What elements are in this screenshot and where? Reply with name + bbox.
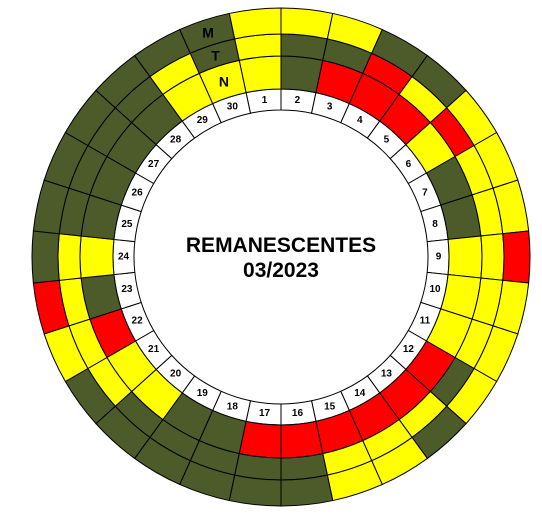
day-label-19: 19 bbox=[197, 388, 209, 399]
center-title: REMANESCENTES 03/2023 bbox=[146, 233, 416, 283]
day-label-29: 29 bbox=[197, 115, 209, 126]
day-label-18: 18 bbox=[227, 401, 239, 412]
day-label-20: 20 bbox=[170, 369, 182, 380]
segment-N-day-1 bbox=[238, 55, 282, 94]
day-label-4: 4 bbox=[357, 115, 363, 126]
segment-N-day-9 bbox=[447, 235, 483, 279]
day-label-6: 6 bbox=[406, 159, 412, 170]
day-label-17: 17 bbox=[259, 408, 271, 419]
day-label-16: 16 bbox=[292, 408, 304, 419]
day-label-25: 25 bbox=[121, 219, 133, 230]
segment-N-day-16 bbox=[280, 420, 324, 459]
title-line-2: 03/2023 bbox=[243, 259, 319, 282]
day-label-9: 9 bbox=[436, 252, 442, 263]
day-label-23: 23 bbox=[121, 284, 133, 295]
shift-labels: MTN bbox=[202, 25, 229, 90]
day-label-11: 11 bbox=[420, 316, 431, 327]
segment-M-day-24 bbox=[31, 230, 60, 284]
day-label-27: 27 bbox=[148, 159, 160, 170]
shift-label-T: T bbox=[211, 47, 220, 63]
day-label-12: 12 bbox=[403, 344, 415, 355]
day-label-28: 28 bbox=[170, 134, 182, 145]
segment-M-day-17 bbox=[228, 474, 282, 507]
day-label-22: 22 bbox=[132, 316, 144, 327]
day-label-30: 30 bbox=[227, 102, 239, 113]
segment-M-day-1 bbox=[228, 7, 282, 40]
day-label-2: 2 bbox=[295, 95, 301, 106]
segment-N-day-2 bbox=[280, 55, 324, 94]
segment-N-day-17 bbox=[238, 420, 282, 459]
day-label-7: 7 bbox=[422, 187, 428, 198]
segment-M-day-9 bbox=[502, 230, 531, 284]
title-line-1: REMANESCENTES bbox=[185, 234, 377, 257]
shift-label-N: N bbox=[219, 74, 229, 90]
day-label-15: 15 bbox=[324, 401, 336, 412]
shift-segments bbox=[31, 7, 531, 507]
day-label-8: 8 bbox=[432, 219, 438, 230]
day-label-26: 26 bbox=[132, 187, 144, 198]
shift-label-M: M bbox=[202, 25, 214, 41]
day-label-5: 5 bbox=[384, 134, 390, 145]
segment-M-day-2 bbox=[280, 7, 334, 40]
segment-N-day-24 bbox=[79, 235, 115, 279]
segment-M-day-16 bbox=[280, 474, 334, 507]
day-label-24: 24 bbox=[118, 252, 130, 263]
segment-T-day-24 bbox=[57, 233, 82, 281]
day-label-14: 14 bbox=[354, 388, 366, 399]
segment-M-day-30 bbox=[179, 12, 236, 54]
day-label-21: 21 bbox=[148, 344, 160, 355]
segment-T-day-9 bbox=[480, 233, 505, 281]
day-label-1: 1 bbox=[262, 95, 268, 106]
day-label-13: 13 bbox=[381, 369, 393, 380]
day-label-10: 10 bbox=[429, 284, 441, 295]
day-label-3: 3 bbox=[327, 102, 333, 113]
